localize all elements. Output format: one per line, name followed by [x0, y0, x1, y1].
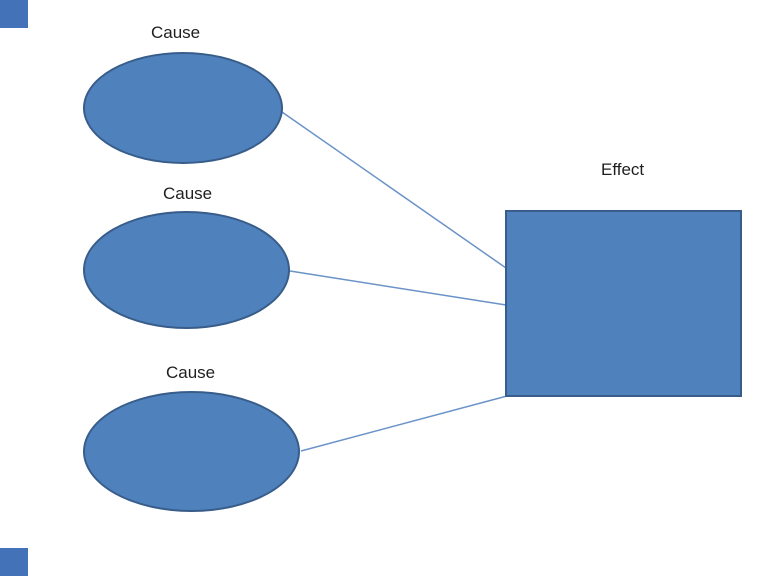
connector-line-cause3-effect	[300, 395, 508, 452]
connector-line-cause2-effect	[289, 270, 507, 306]
effect-label: Effect	[601, 160, 645, 179]
effect-rectangle	[505, 210, 742, 397]
corner-square-bottom-left	[0, 548, 28, 576]
cause-3-label: Cause	[166, 363, 216, 382]
cause-3-ellipse	[83, 391, 300, 512]
cause-1-ellipse	[83, 52, 283, 164]
cause-2-label: Cause	[163, 184, 213, 203]
corner-square-top-left	[0, 0, 28, 28]
connector-line-cause1-effect	[281, 111, 507, 269]
cause-2-ellipse	[83, 211, 290, 329]
cause-1-label: Cause	[151, 23, 201, 42]
